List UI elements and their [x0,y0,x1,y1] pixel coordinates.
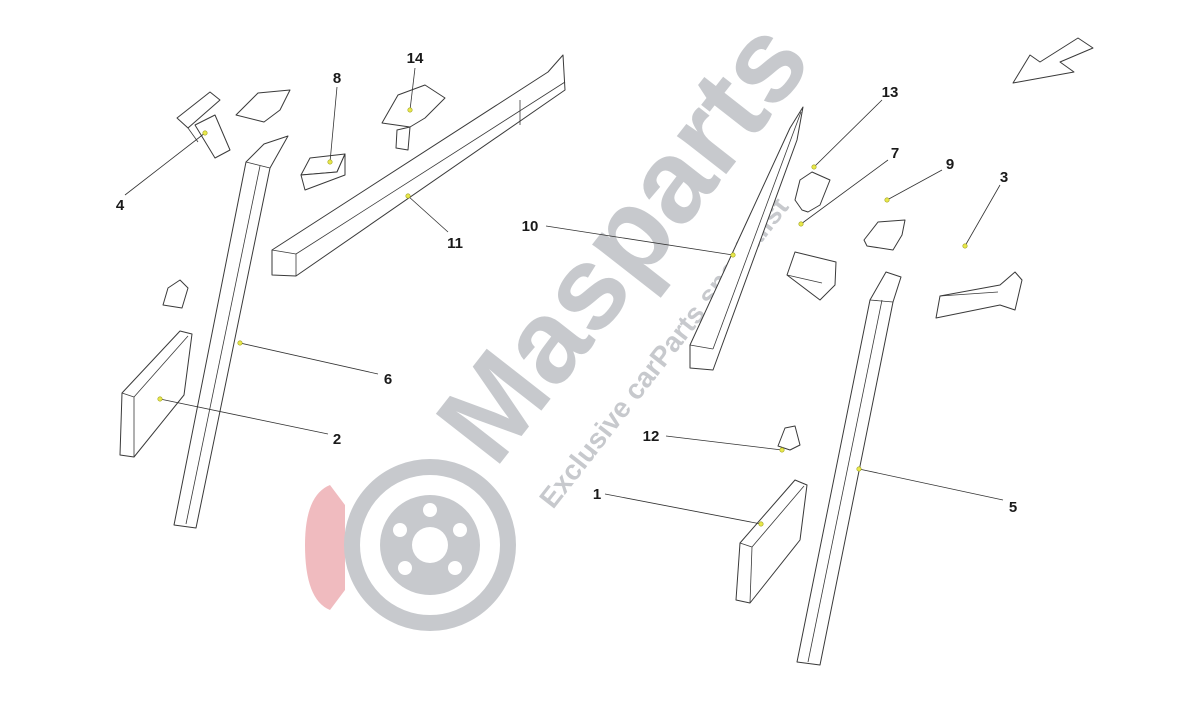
part-3-bracket [935,271,1023,319]
part-1-box [735,479,808,604]
leader-lines [124,67,1004,525]
part-9-plate [863,219,906,251]
part-14-bracket [381,84,446,151]
callout-1[interactable]: 1 [593,486,601,503]
part-7-sleeve [786,251,837,301]
reference-dots [157,107,968,527]
callout-10[interactable]: 10 [522,218,539,235]
callout-8[interactable]: 8 [333,70,341,87]
callout-5[interactable]: 5 [1009,499,1017,516]
callout-14[interactable]: 14 [407,50,424,67]
part-11-beam [271,54,566,277]
callout-2[interactable]: 2 [333,431,341,448]
part-2-box [119,330,193,458]
part-5-pillar [796,271,902,666]
arrow-down-left-icon [1012,37,1094,84]
callout-3[interactable]: 3 [1000,169,1008,186]
part-10-beam [689,106,804,371]
part-12-gusset [777,425,801,451]
callout-6[interactable]: 6 [384,371,392,388]
callout-4[interactable]: 4 [116,197,125,214]
part-small-gusset [162,279,189,309]
part-8-sleeve [300,153,346,191]
callout-labels: 3 14 8 4 11 6 2 13 7 9 10 12 1 5 [116,50,1017,516]
callout-12[interactable]: 12 [643,428,660,445]
callout-11[interactable]: 11 [447,235,463,252]
callout-9[interactable]: 9 [946,156,954,173]
callout-13[interactable]: 13 [882,84,899,101]
callout-7[interactable]: 7 [891,145,899,162]
part-6-pillar [173,135,289,529]
part-plate [235,89,291,123]
watermark-disc-outer [344,459,516,631]
part-13-bracket [794,171,831,213]
watermark-accent-shape [305,485,345,610]
part-4-bracket [176,91,231,159]
